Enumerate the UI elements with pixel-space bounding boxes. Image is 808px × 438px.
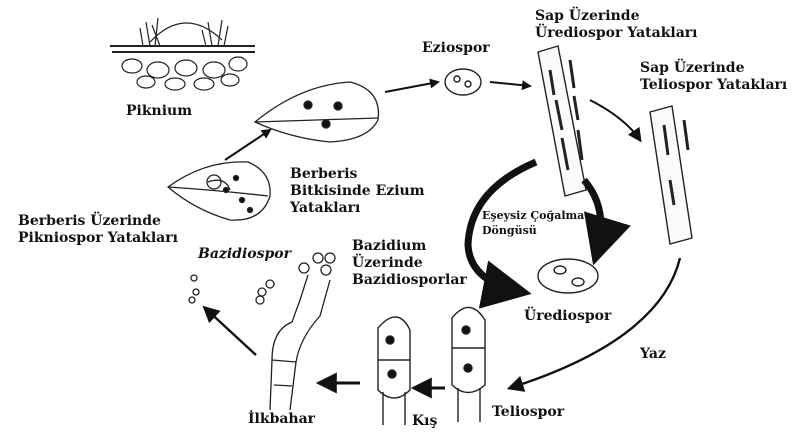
piknium-illustration <box>110 18 255 90</box>
label-berberis-piknio: Berberis Üzerinde Pikniospor Yatakları <box>18 213 178 247</box>
label-berberis-ezium: Berberis Bitkisinde Ezium Yatakları <box>290 166 425 217</box>
label-teliospor: Teliospor <box>492 404 564 421</box>
label-yaz: Yaz <box>640 346 666 363</box>
label-kis: Kış <box>412 413 437 430</box>
label-bazidium: Bazidium Üzerinde Bazidiosporlar <box>352 238 467 289</box>
label-sap-telio: Sap Üzerinde Teliospor Yatakları <box>640 60 787 94</box>
urediniospore-illustration <box>538 259 598 293</box>
barberry-leaf-large <box>255 82 378 142</box>
label-urediospor: Ürediospor <box>524 308 611 325</box>
basidium-illustration <box>189 253 335 410</box>
stem-with-telia <box>650 106 692 244</box>
aeciospore-illustration <box>445 69 481 95</box>
label-bazidiospor: Bazidiospor <box>198 246 291 263</box>
barberry-leaf-small <box>168 162 270 220</box>
label-sap-uredio: Sap Üzerinde Ürediospor Yatakları <box>535 8 698 42</box>
label-eseysiz: Eşeysiz Çoğalma Döngüsü <box>482 208 584 238</box>
teliospore-illustrations <box>378 307 485 425</box>
label-piknium: Piknium <box>126 103 192 120</box>
stem-with-uredia <box>538 46 586 196</box>
cycle-arrows <box>205 82 680 388</box>
label-eziospor: Eziospor <box>422 40 490 57</box>
label-ilkbahar: İlkbahar <box>248 411 315 428</box>
